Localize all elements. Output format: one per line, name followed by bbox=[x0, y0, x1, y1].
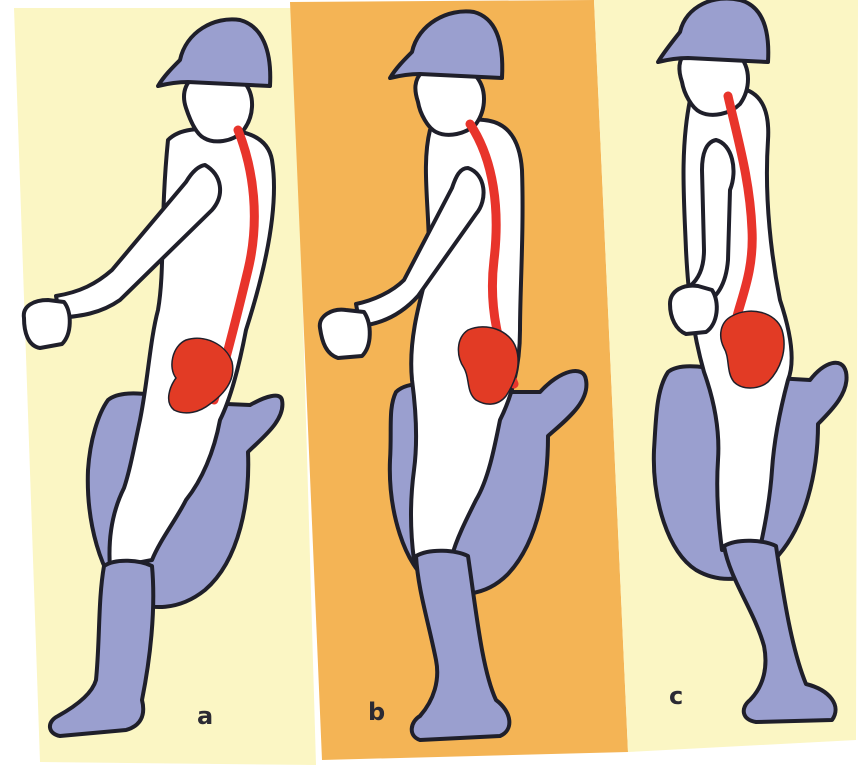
rider-fist-b bbox=[320, 310, 370, 358]
panel-label-c: c bbox=[669, 684, 683, 708]
panel-label-b: b bbox=[368, 700, 385, 724]
rider-fist-a bbox=[24, 300, 70, 348]
panel-label-a: a bbox=[197, 704, 213, 728]
rider-fist-c bbox=[670, 286, 717, 334]
